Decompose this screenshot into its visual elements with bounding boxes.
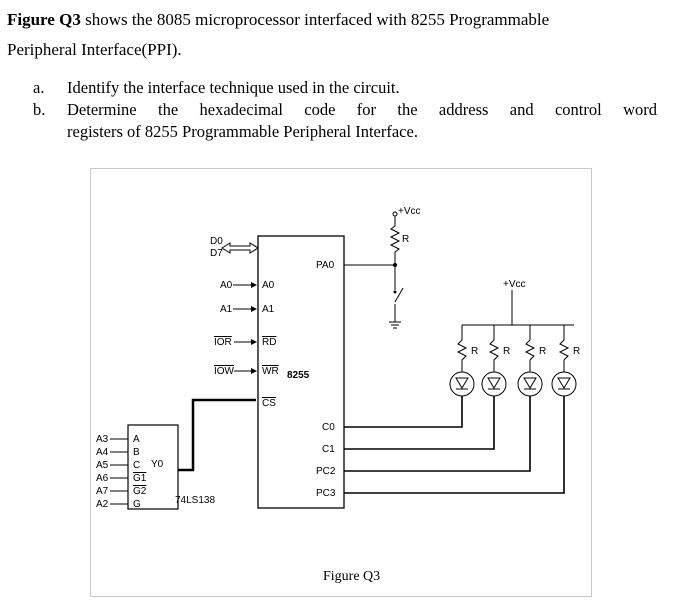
- led-resistor-label-2: R: [503, 346, 510, 357]
- led-resistor-label-1: R: [471, 346, 478, 357]
- decoder-name: 74LS138: [175, 495, 215, 506]
- ppi-pin-wr: WR: [262, 366, 279, 377]
- ppi-chip-name: 8255: [287, 370, 310, 381]
- question-line-2: Peripheral Interface(PPI).: [7, 40, 182, 59]
- cpu-signal-iow: IOW: [214, 366, 235, 377]
- address-line-a2: A2: [96, 499, 109, 510]
- pull-up-resistor: [389, 216, 401, 265]
- led-vcc-label: +Vcc: [503, 279, 526, 290]
- ppi-pin-pc3: PC3: [316, 488, 336, 499]
- decoder-input-g: G: [133, 499, 141, 510]
- ppi-pin-a0: A0: [262, 280, 275, 291]
- decoder-74ls138: [127, 424, 179, 510]
- address-line-a7: A7: [96, 486, 109, 497]
- ppi-pin-c0: C0: [322, 422, 335, 433]
- switch-vcc-label: +Vcc: [398, 206, 421, 217]
- item-b-label: b.: [33, 100, 46, 119]
- ppi-pin-pa0: PA0: [316, 260, 335, 271]
- item-a-label: a.: [33, 78, 45, 97]
- address-line-a4: A4: [96, 447, 109, 458]
- ppi-8255-chip: [257, 235, 345, 509]
- item-b-text-line-2: registers of 8255 Programmable Periphera…: [67, 122, 418, 141]
- cpu-signal-a0: A0: [220, 280, 233, 291]
- address-line-a6: A6: [96, 473, 109, 484]
- item-a-text: Identify the interface technique used in…: [67, 78, 400, 97]
- decoder-input-c: C: [133, 460, 140, 471]
- question-line-1: Figure Q3 shows the 8085 microprocessor …: [7, 10, 549, 30]
- ppi-pin-cs: CS: [262, 398, 276, 409]
- data-bus-arrow: [221, 242, 259, 254]
- item-b-text-line-1: Determine the hexadecimal code for the a…: [67, 100, 657, 119]
- question-intro: shows the 8085 microprocessor interfaced…: [80, 10, 550, 29]
- push-switch: [394, 287, 404, 303]
- decoder-input-a: A: [133, 434, 140, 445]
- decoder-input-g1: G1: [133, 473, 147, 484]
- ppi-pin-c1: C1: [322, 444, 335, 455]
- decoder-input-g2: G2: [133, 486, 147, 497]
- figure-frame: [90, 168, 592, 597]
- cpu-signal-ior: IOR: [214, 337, 232, 348]
- cpu-signal-a1: A1: [220, 304, 233, 315]
- switch-resistor-label: R: [402, 234, 409, 245]
- decoder-output-y0: Y0: [151, 459, 164, 470]
- cs-select-line: [178, 398, 256, 472]
- ppi-pin-pc2: PC2: [316, 466, 336, 477]
- cpu-signal-d0: D0: [210, 236, 223, 247]
- address-line-a5: A5: [96, 460, 109, 471]
- figure-caption: Figure Q3: [323, 569, 381, 584]
- cpu-signal-d7: D7: [210, 248, 223, 259]
- figure-reference: Figure Q3: [7, 10, 81, 29]
- decoder-input-b: B: [133, 447, 140, 458]
- led-resistor-label-4: R: [573, 346, 580, 357]
- address-line-a3: A3: [96, 434, 109, 445]
- led-resistor-label-3: R: [539, 346, 546, 357]
- ppi-pin-a1: A1: [262, 304, 275, 315]
- ppi-pin-rd: RD: [262, 337, 276, 348]
